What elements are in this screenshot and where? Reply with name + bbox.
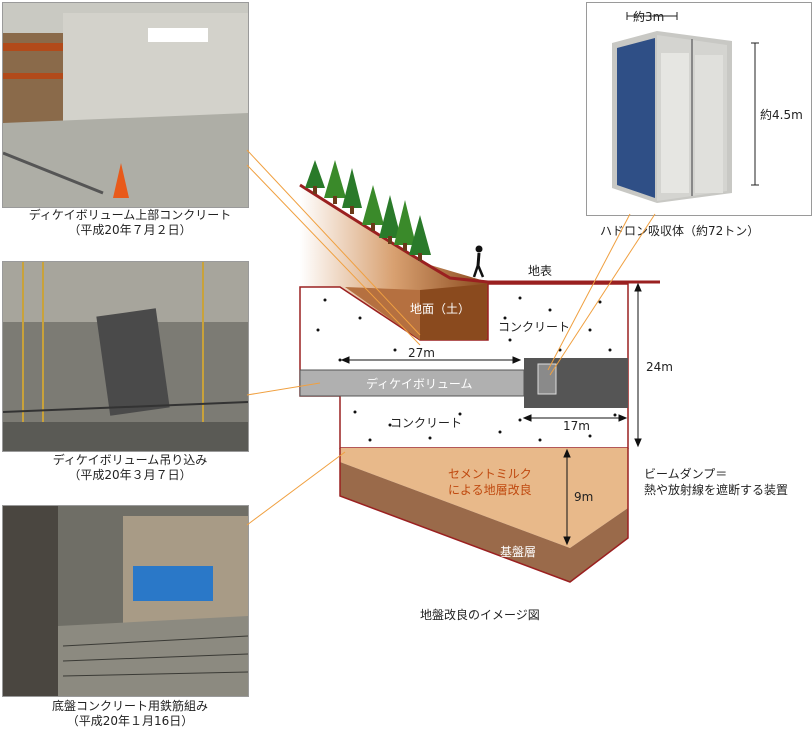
photo-bottom-caption: 底盤コンクリート用鉄筋組み （平成20年１月16日） — [0, 699, 260, 729]
hadron-absorber-photo — [586, 2, 812, 216]
dim-17m-label: 17m — [563, 419, 590, 433]
beam-dump-label-line1: ビームダンプ＝ — [644, 467, 728, 481]
hadron-absorber-illustration — [587, 3, 811, 215]
photo-base-rebar — [2, 505, 249, 697]
bedrock-layer — [340, 462, 628, 582]
dimension-lines — [340, 282, 642, 546]
person-icon — [472, 245, 485, 278]
dim-27m-label: 27m — [408, 346, 435, 360]
photo-middle-caption: ディケイボリューム吊り込み （平成20年３月７日） — [0, 453, 260, 483]
beam-dump-label-line2: 熱や放射線を遮断する装置 — [644, 483, 789, 497]
beam-dump-absorber-icon — [537, 363, 557, 395]
absorber-caption: ハドロン吸収体（約72トン） — [600, 224, 760, 238]
absorber-height-label: 約4.5m — [760, 108, 803, 122]
beam-dump-label: ビームダンプ＝ 熱や放射線を遮断する装置 — [644, 466, 788, 498]
construction-photo-illustration — [3, 506, 248, 696]
concrete-dots — [316, 296, 617, 442]
construction-photo-illustration — [3, 3, 248, 207]
concrete-lower-label: コンクリート — [390, 416, 463, 430]
photo-bottom-caption-line1: 底盤コンクリート用鉄筋組み — [51, 699, 208, 713]
improvement-label: セメントミルク による地層改良 — [448, 466, 532, 498]
photo-top-caption-line1: ディケイボリューム上部コンクリート — [28, 208, 232, 222]
absorber-width-label: 約3m — [633, 10, 665, 24]
improvement-label-line1: セメントミルク — [448, 467, 532, 481]
photo-top-caption: ディケイボリューム上部コンクリート （平成20年７月２日） — [0, 208, 260, 238]
figure-caption: 地盤改良のイメージ図 — [420, 608, 540, 622]
photo-decay-volume-hoisting — [2, 261, 249, 452]
construction-photo-illustration — [3, 262, 248, 451]
photo-bottom-caption-line2: （平成20年１月16日） — [66, 714, 194, 728]
decay-volume-bar — [299, 369, 525, 397]
concrete-upper-label: コンクリート — [498, 320, 571, 334]
photo-middle-caption-line1: ディケイボリューム吊り込み — [52, 453, 208, 467]
ground-surface-label: 地表 — [528, 264, 553, 278]
photo-top-caption-line2: （平成20年７月２日） — [68, 223, 192, 237]
dim-24m-label: 24m — [646, 360, 673, 374]
improvement-label-line2: による地層改良 — [448, 483, 532, 497]
bedrock-label: 基盤層 — [500, 545, 537, 559]
photo-decay-volume-top-concrete — [2, 2, 249, 208]
soil-label: 地面（土） — [410, 302, 471, 316]
improved-layer — [340, 448, 628, 548]
tree-icons — [305, 160, 431, 261]
decay-volume-label: ディケイボリューム — [366, 377, 473, 391]
leader-lines — [246, 149, 656, 526]
dim-9m-label: 9m — [574, 490, 594, 504]
photo-middle-caption-line2: （平成20年３月７日） — [68, 468, 192, 482]
